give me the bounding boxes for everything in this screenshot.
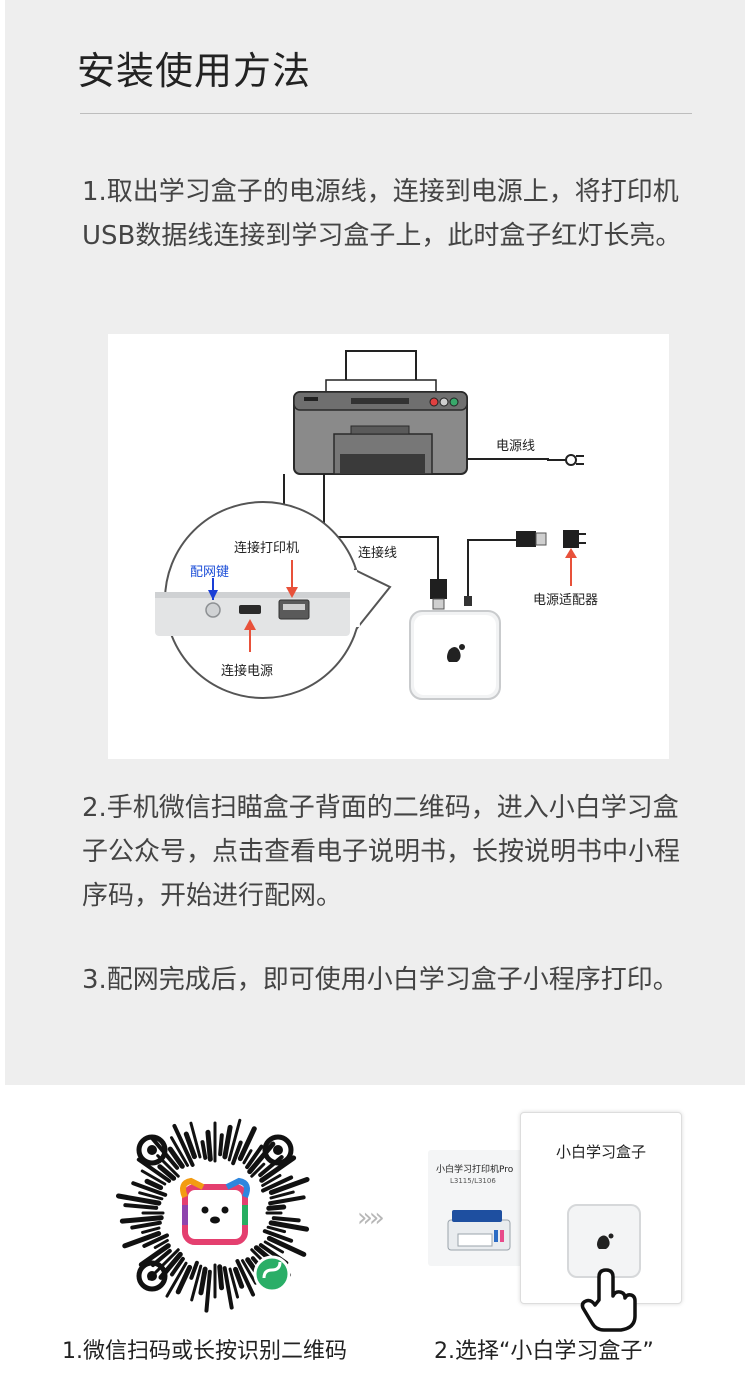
power-cord-label: 电源线 xyxy=(496,439,535,454)
code-ray xyxy=(190,1264,203,1302)
wechat-mini-program-icon xyxy=(253,1255,291,1293)
code-ray xyxy=(175,1264,193,1295)
code-ray xyxy=(123,1203,159,1210)
code-ray xyxy=(138,1191,164,1201)
code-ray xyxy=(170,1136,189,1167)
code-ray xyxy=(172,1123,195,1167)
code-ray xyxy=(271,1216,301,1223)
code-ray xyxy=(245,1144,264,1170)
code-ray xyxy=(141,1226,161,1234)
printer-thumbnail-icon xyxy=(447,1210,511,1251)
code-ray xyxy=(237,1126,257,1162)
code-ray xyxy=(250,1162,266,1178)
connect-power-label: 连接电源 xyxy=(221,663,273,679)
code-ray xyxy=(140,1169,167,1186)
code-ray xyxy=(144,1178,164,1191)
power-adapter-icon xyxy=(563,530,586,548)
code-ray xyxy=(261,1175,294,1193)
code-ray xyxy=(205,1129,213,1162)
step-1-text: 1.取出学习盒子的电源线，连接到电源上，将打印机USB数据线连接到学习盒子上，此… xyxy=(82,177,682,251)
code-ray xyxy=(242,1149,253,1165)
code-ray xyxy=(189,1260,199,1280)
connect-cable-label: 连接线 xyxy=(358,545,397,561)
code-ray xyxy=(263,1240,285,1254)
code-ray xyxy=(268,1195,306,1206)
code-ray xyxy=(222,1266,234,1310)
code-ray xyxy=(266,1235,307,1257)
box-logo-icon xyxy=(597,1233,614,1249)
code-ray xyxy=(269,1190,295,1200)
code-ray xyxy=(153,1239,169,1249)
code-ray xyxy=(119,1215,164,1224)
finder-pattern xyxy=(136,1134,294,1292)
port-detail-magnifier xyxy=(155,501,392,699)
code-ray xyxy=(169,1256,185,1277)
code-ray xyxy=(231,1140,243,1166)
connection-diagram: 电源线 连接线 电源适配器 xyxy=(108,334,669,759)
step-1-caption: 1.微信扫码或长按识别二维码 xyxy=(62,1339,347,1364)
code-ray xyxy=(235,1259,256,1297)
tap-hand-icon xyxy=(580,1268,637,1332)
code-ray xyxy=(115,1193,162,1206)
code-ray xyxy=(200,1140,208,1160)
printer-illustration xyxy=(293,350,468,475)
step-2-caption: 2.选择“小白学习盒子” xyxy=(434,1339,654,1364)
connect-cable-line xyxy=(323,474,439,579)
power-cord-line xyxy=(467,458,566,461)
code-ray xyxy=(189,1121,202,1159)
code-ray xyxy=(222,1124,233,1160)
chevron-arrows-icon: »» xyxy=(357,1203,385,1233)
usb-connector-icon xyxy=(516,531,547,547)
code-ray xyxy=(227,1118,242,1162)
dog-logo-icon xyxy=(180,1177,250,1245)
code-ray xyxy=(268,1220,310,1232)
printer-card-model: L3115/L3106 xyxy=(450,1177,496,1185)
code-ray xyxy=(217,1264,225,1291)
power-adapter-label: 电源适配器 xyxy=(533,593,598,608)
code-ray xyxy=(198,1266,208,1296)
printer-port-arrow-icon xyxy=(286,587,298,598)
code-ray xyxy=(261,1174,282,1187)
code-ray xyxy=(165,1261,188,1298)
title-divider xyxy=(80,113,692,114)
step-3-text: 3.配网完成后，即可使用小白学习盒子小程序打印。 xyxy=(82,965,679,995)
code-ray xyxy=(130,1220,162,1230)
code-ray xyxy=(218,1133,224,1157)
code-ray xyxy=(241,1259,257,1285)
code-ray xyxy=(138,1243,171,1268)
printer-option-card[interactable]: 小白学习打印机Pro L3115/L3106 xyxy=(428,1150,526,1266)
code-ray xyxy=(228,1267,240,1299)
code-ray xyxy=(268,1176,310,1195)
code-ray xyxy=(122,1231,162,1249)
code-ray xyxy=(183,1131,197,1160)
usb-plug-icon xyxy=(430,579,447,610)
power-port-arrow-icon xyxy=(244,619,256,630)
code-ray xyxy=(258,1155,284,1178)
learning-box-illustration xyxy=(409,610,501,700)
code-ray xyxy=(259,1155,297,1183)
network-key-label: 配网键 xyxy=(190,565,229,580)
network-key-arrow-icon xyxy=(208,590,218,600)
code-ray xyxy=(266,1225,287,1234)
code-ray xyxy=(204,1269,212,1313)
printer-card-title: 小白学习打印机Pro xyxy=(436,1165,514,1175)
connect-printer-label: 连接打印机 xyxy=(234,540,299,556)
section-title: 安装使用方法 xyxy=(77,49,312,93)
code-ray xyxy=(131,1181,168,1197)
code-ray xyxy=(157,1164,177,1181)
code-ray xyxy=(262,1229,294,1243)
adapter-arrow-icon xyxy=(565,548,577,558)
mini-program-code[interactable] xyxy=(112,1110,318,1316)
step-2-text: 2.手机微信扫瞄盒子背面的二维码，进入小白学习盒子公众号，点击查看电子说明书，长… xyxy=(82,793,681,911)
box-card-title: 小白学习盒子 xyxy=(555,1143,646,1161)
code-ray xyxy=(247,1141,276,1175)
code-ray xyxy=(266,1204,287,1211)
power-plug-icon xyxy=(565,454,584,466)
box-thumbnail xyxy=(567,1204,641,1278)
code-ray xyxy=(142,1233,169,1248)
code-ray xyxy=(167,1146,185,1169)
code-ray xyxy=(233,1266,245,1289)
